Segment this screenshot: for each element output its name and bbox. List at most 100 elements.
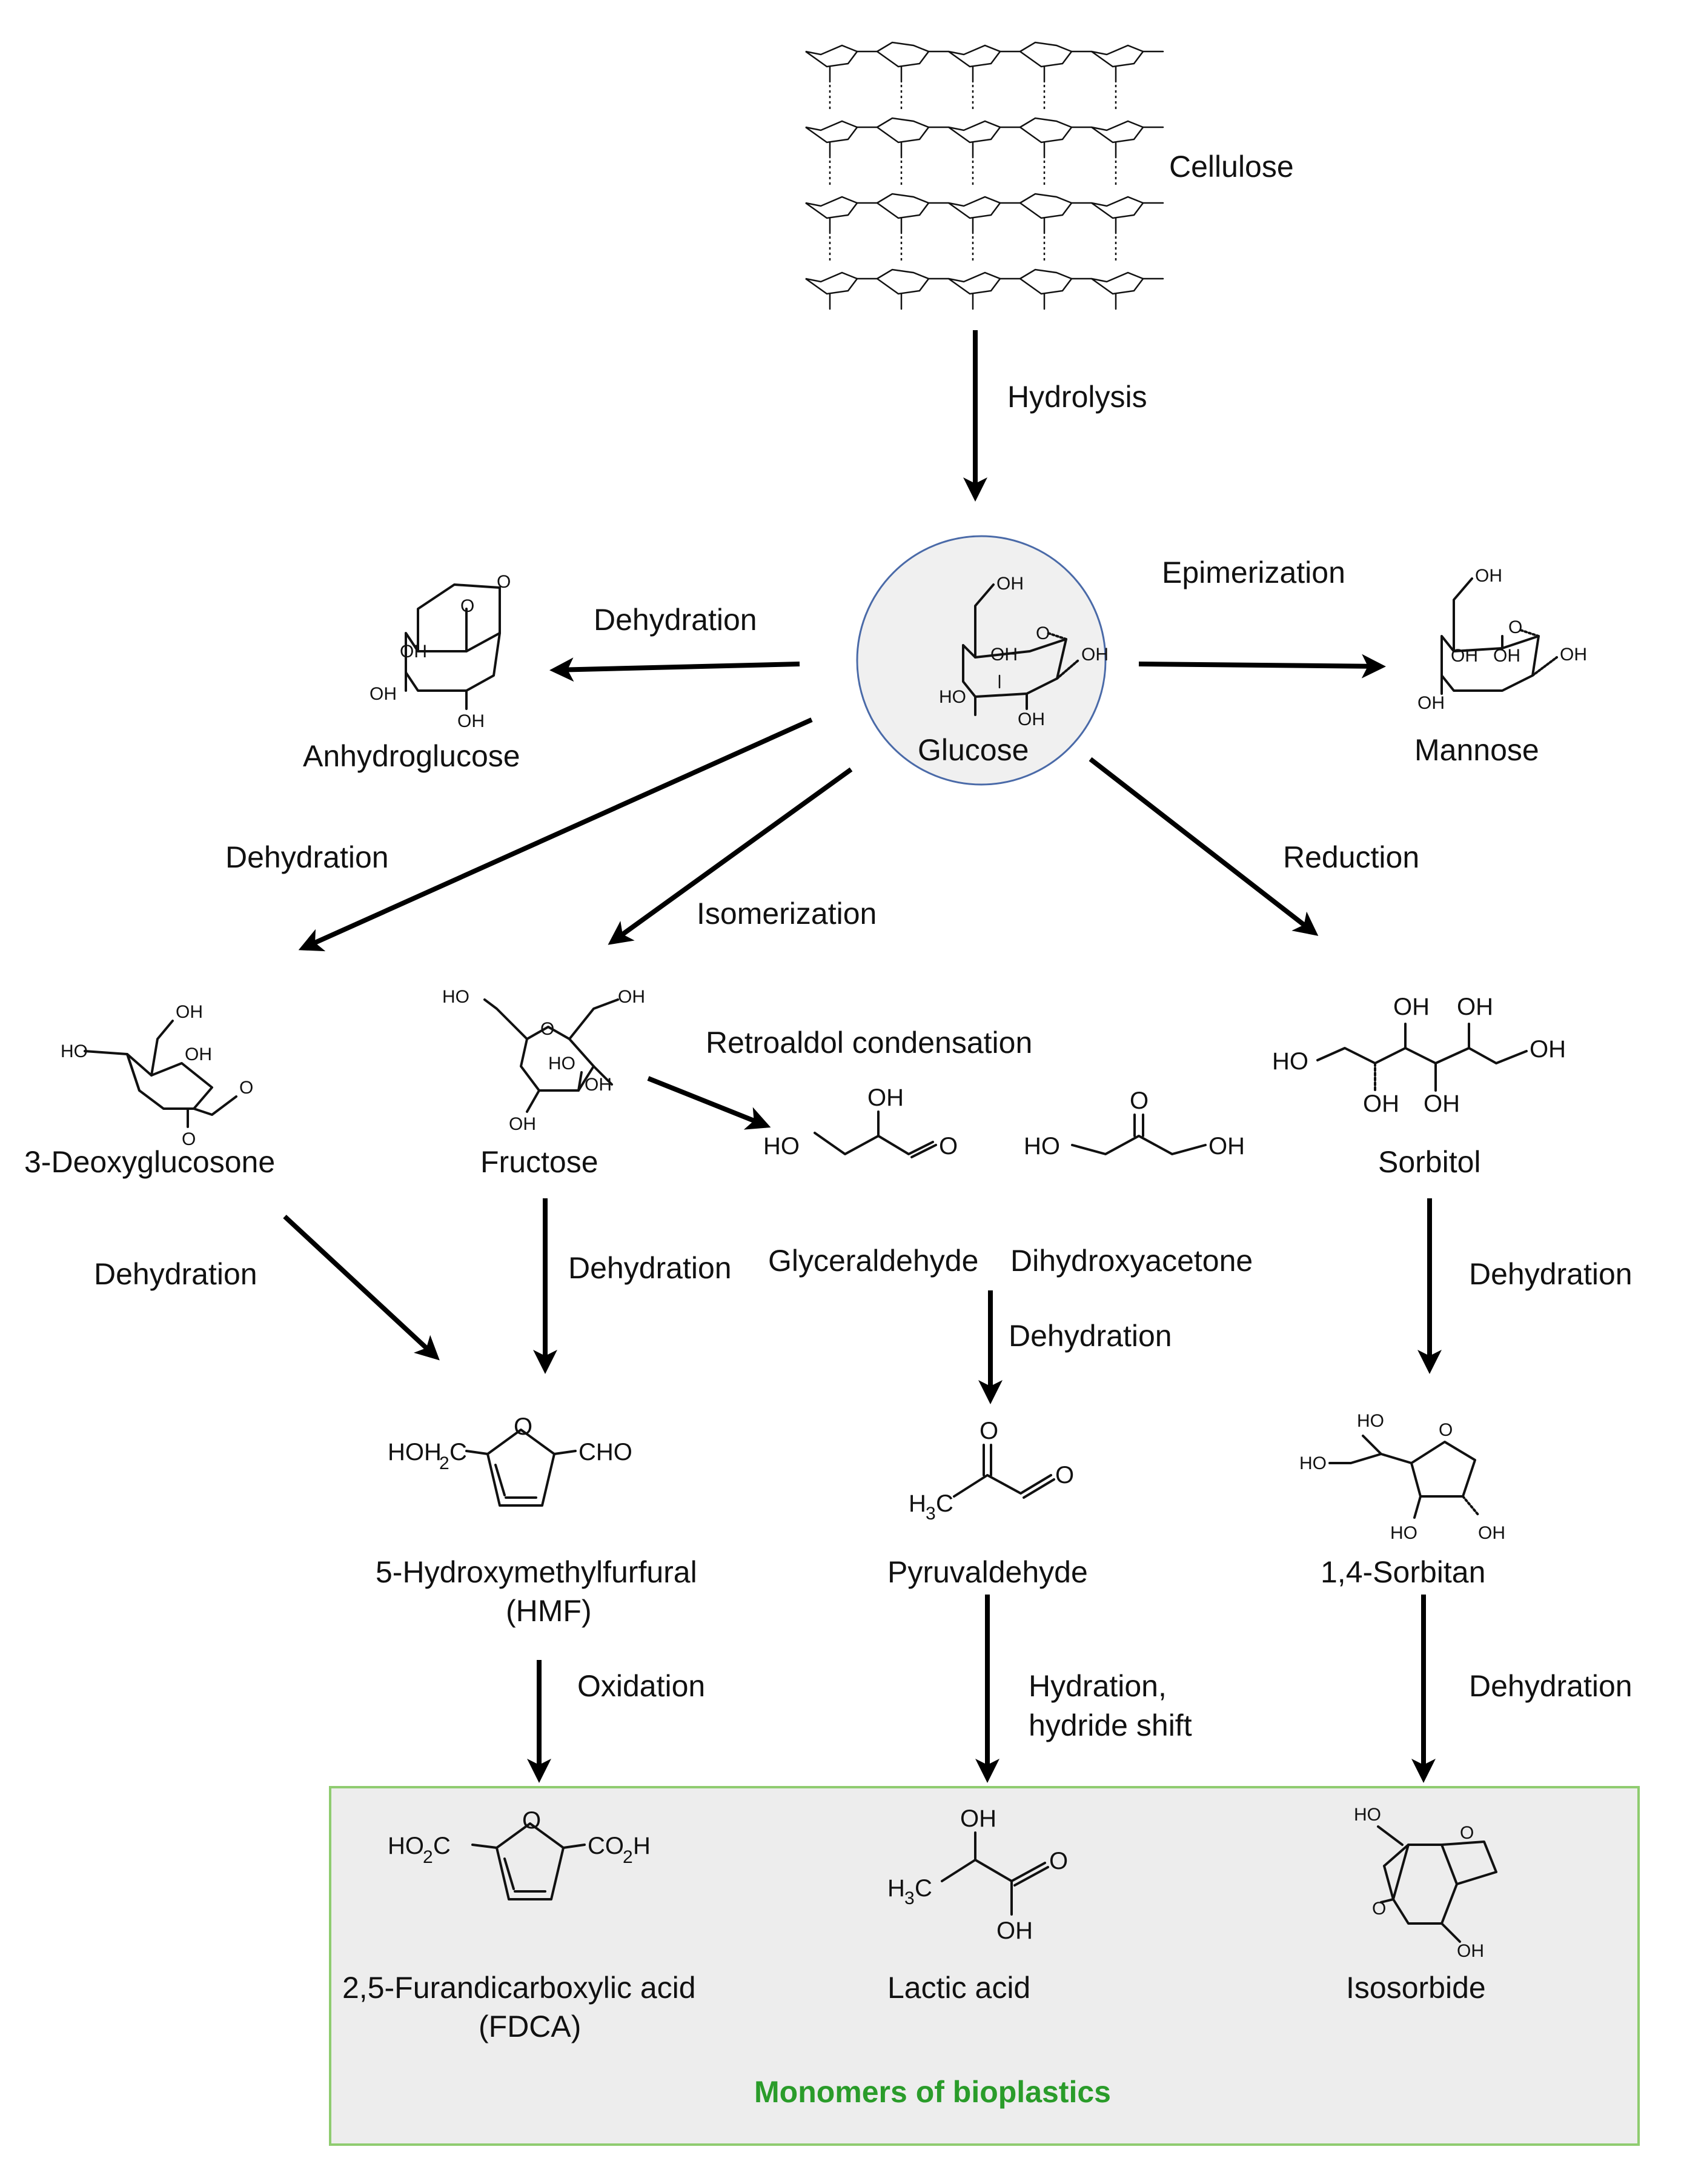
sorbitan-ho-left: HO bbox=[1299, 1453, 1327, 1473]
reduction-label: Reduction bbox=[1283, 840, 1419, 874]
dehydration-anhydro-arrow bbox=[549, 657, 800, 682]
fdca-sub2-left: 2 bbox=[423, 1847, 433, 1867]
dehydration-fructose-hmf-label: Dehydration bbox=[568, 1251, 732, 1285]
pyruv-c: C bbox=[936, 1490, 953, 1517]
sorbitan-o: O bbox=[1439, 1420, 1453, 1440]
deoxy-ho: HO bbox=[61, 1041, 88, 1061]
dihydroxyacetone-structure: HO O OH bbox=[1024, 1087, 1245, 1160]
cellulose-ring bbox=[1091, 271, 1144, 295]
pyruv-h: H bbox=[909, 1490, 926, 1517]
sorbitol-oh-4: OH bbox=[1424, 1090, 1460, 1117]
cellulose-ring bbox=[805, 271, 858, 295]
glucose-oh-bottom: OH bbox=[1018, 709, 1045, 729]
dehydration-sorbitan-label: Dehydration bbox=[1469, 1669, 1633, 1703]
isomerization-arrow bbox=[608, 767, 853, 945]
fdca-label-line1: 2,5-Furandicarboxylic acid bbox=[342, 1971, 696, 2005]
cellulose-ring bbox=[875, 193, 930, 219]
mannose-oh-mid: OH bbox=[1451, 646, 1478, 666]
sorbitan-ho-top: HO bbox=[1357, 1411, 1384, 1431]
epimerization-label: Epimerization bbox=[1162, 556, 1345, 589]
cellulose-ring bbox=[805, 196, 858, 219]
glyceraldehyde-ho: HO bbox=[763, 1133, 800, 1160]
deoxy-o-right: O bbox=[239, 1078, 253, 1098]
deoxyglucosone-label: 3-Deoxyglucosone bbox=[24, 1145, 275, 1179]
sorbitol-ho: HO bbox=[1272, 1048, 1308, 1075]
fructose-oh-bottom: OH bbox=[509, 1114, 536, 1134]
dehydration-deoxy-hmf-arrow bbox=[283, 1215, 440, 1361]
mannose-o: O bbox=[1508, 617, 1522, 637]
glucose-circle-border bbox=[856, 535, 1107, 786]
glyceraldehyde-structure: HO OH O bbox=[763, 1084, 958, 1160]
lactic-oh-top: OH bbox=[960, 1805, 996, 1832]
deoxy-oh-mid: OH bbox=[185, 1044, 212, 1064]
lactic-acid-label: Lactic acid bbox=[887, 1971, 1030, 2005]
hmf-o: O bbox=[514, 1413, 532, 1440]
hmf-cho: CHO bbox=[578, 1439, 632, 1465]
hydration-label-line2: hydride shift bbox=[1029, 1708, 1192, 1742]
fdca-co: CO bbox=[588, 1833, 624, 1859]
lactic-c: C bbox=[915, 1875, 932, 1902]
cellulose-label: Cellulose bbox=[1169, 150, 1294, 184]
fdca-c: C bbox=[433, 1833, 451, 1859]
cellulose-ring bbox=[948, 196, 1001, 219]
fructose-label: Fructose bbox=[480, 1145, 598, 1179]
pyruv-sub3: 3 bbox=[926, 1504, 936, 1524]
isosorbide-structure: HO O O OH bbox=[1354, 1805, 1497, 1961]
fructose-o: O bbox=[540, 1019, 554, 1039]
mannose-oh-left: OH bbox=[1417, 693, 1445, 713]
cellulose-ring bbox=[875, 41, 930, 68]
fdca-h: H bbox=[633, 1833, 651, 1859]
dihydroxyacetone-o: O bbox=[1130, 1087, 1149, 1114]
mannose-structure: OH O OH OH OH OH bbox=[1417, 566, 1587, 713]
dihydroxyacetone-label: Dihydroxyacetone bbox=[1010, 1244, 1253, 1278]
deoxy-o-bottom: O bbox=[182, 1129, 196, 1149]
pyruvaldehyde-label: Pyruvaldehyde bbox=[887, 1555, 1088, 1589]
cellulose-ring bbox=[948, 120, 1001, 144]
anhydro-oh-left: OH bbox=[370, 684, 397, 704]
lactic-oh-bottom: OH bbox=[996, 1917, 1033, 1944]
monomer-box-border bbox=[329, 1786, 1640, 2146]
pyruv-o-right: O bbox=[1055, 1462, 1074, 1489]
fdca-ho: HO bbox=[388, 1833, 424, 1859]
glucose-structure: OH O OH HO OH OH bbox=[939, 574, 1109, 729]
deoxyglucosone-structure: OH HO OH O O bbox=[61, 1002, 253, 1149]
retroaldol-label: Retroaldol condensation bbox=[706, 1026, 1032, 1060]
cellulose-ring bbox=[948, 44, 1001, 68]
mannose-label: Mannose bbox=[1414, 733, 1539, 767]
isosorbide-oh: OH bbox=[1457, 1941, 1484, 1961]
isosorbide-o-right: O bbox=[1460, 1823, 1474, 1843]
glyceraldehyde-oh: OH bbox=[867, 1084, 904, 1111]
epimerization-arrow bbox=[1138, 654, 1386, 679]
dehydration-sorbitol-label: Dehydration bbox=[1469, 1257, 1633, 1291]
fdca-label-line2: (FDCA) bbox=[479, 2010, 581, 2043]
oxidation-label: Oxidation bbox=[577, 1669, 705, 1703]
sorbitan-label: 1,4-Sorbitan bbox=[1321, 1555, 1485, 1589]
anhydro-oh-mid: OH bbox=[400, 642, 427, 662]
glucose-o: O bbox=[1036, 623, 1050, 643]
isosorbide-o-left: O bbox=[1372, 1899, 1386, 1919]
sorbitol-oh-3: OH bbox=[1363, 1090, 1399, 1117]
fructose-oh-right: OH bbox=[618, 987, 645, 1007]
glucose-oh-top: OH bbox=[996, 574, 1024, 594]
pyruv-o-top: O bbox=[980, 1418, 998, 1444]
retroaldol-arrow bbox=[647, 1076, 771, 1130]
deoxy-oh-top: OH bbox=[176, 1002, 203, 1022]
lactic-acid-structure: OH H 3 C O OH bbox=[887, 1805, 1068, 1944]
monomer-box bbox=[330, 1787, 1639, 2145]
mannose-oh-mid2: OH bbox=[1493, 646, 1520, 666]
sorbitan-structure: HO HO O HO OH bbox=[1299, 1411, 1505, 1543]
glucose-oh-right: OH bbox=[1081, 645, 1109, 665]
sorbitol-oh-1: OH bbox=[1393, 994, 1430, 1020]
cellulose-ring bbox=[1018, 117, 1073, 144]
glucose-ho: HO bbox=[939, 687, 966, 707]
cellulose-ring bbox=[1018, 193, 1073, 219]
cellulose-ring bbox=[805, 44, 858, 68]
anhydro-oh-bottom: OH bbox=[457, 711, 485, 731]
glucose-circle bbox=[857, 536, 1106, 785]
dehydration-anhydro-label: Dehydration bbox=[594, 603, 757, 637]
hmf-c: C bbox=[449, 1439, 467, 1465]
hmf-label-line2: (HMF) bbox=[506, 1594, 592, 1628]
fructose-structure: HO OH O HO OH OH bbox=[442, 987, 645, 1134]
mannose-oh-right: OH bbox=[1560, 645, 1587, 665]
